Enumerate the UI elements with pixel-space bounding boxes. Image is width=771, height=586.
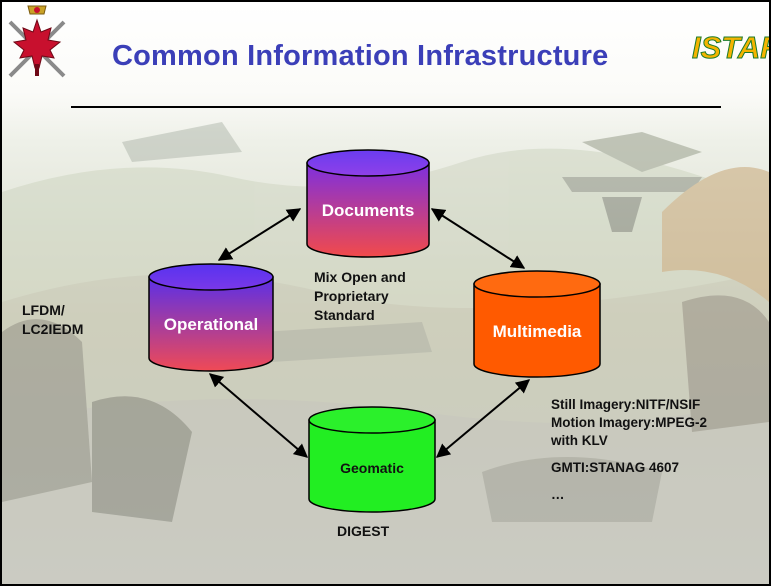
multimedia-label: Multimedia: [493, 322, 582, 341]
documents-label: Documents: [322, 201, 415, 220]
connector-multimedia-geomatic: [435, 379, 531, 458]
operational-standards-note: LFDM/ LC2IEDM: [22, 302, 84, 337]
multimedia-database: Multimedia: [473, 270, 601, 378]
documents-standards-note: Mix Open and Proprietary Standard: [314, 269, 406, 323]
connector-documents-multimedia: [430, 208, 526, 269]
istar-badge: ISTAR: [692, 30, 769, 66]
connector-operational-geomatic: [208, 373, 309, 458]
slide-title: Common Information Infrastructure: [112, 40, 609, 72]
geomatic-label: Geomatic: [340, 460, 404, 476]
operational-label: Operational: [164, 315, 258, 334]
ellipsis-more: …: [551, 487, 565, 502]
multimedia-standards-notes: Still Imagery:NITF/NSIF Motion Imagery:M…: [551, 396, 707, 513]
geomatic-database: Geomatic: [308, 406, 436, 513]
documents-database: Documents: [306, 149, 430, 258]
gmti-standard: GMTI:STANAG 4607: [551, 460, 680, 475]
imagery-standards: Still Imagery:NITF/NSIF Motion Imagery:M…: [551, 397, 708, 448]
title-divider: [71, 106, 721, 108]
connector-documents-operational: [217, 208, 302, 261]
operational-database: Operational: [148, 263, 274, 372]
army-crest-logo: [8, 5, 66, 78]
geomatic-standards-note: DIGEST: [337, 523, 390, 539]
